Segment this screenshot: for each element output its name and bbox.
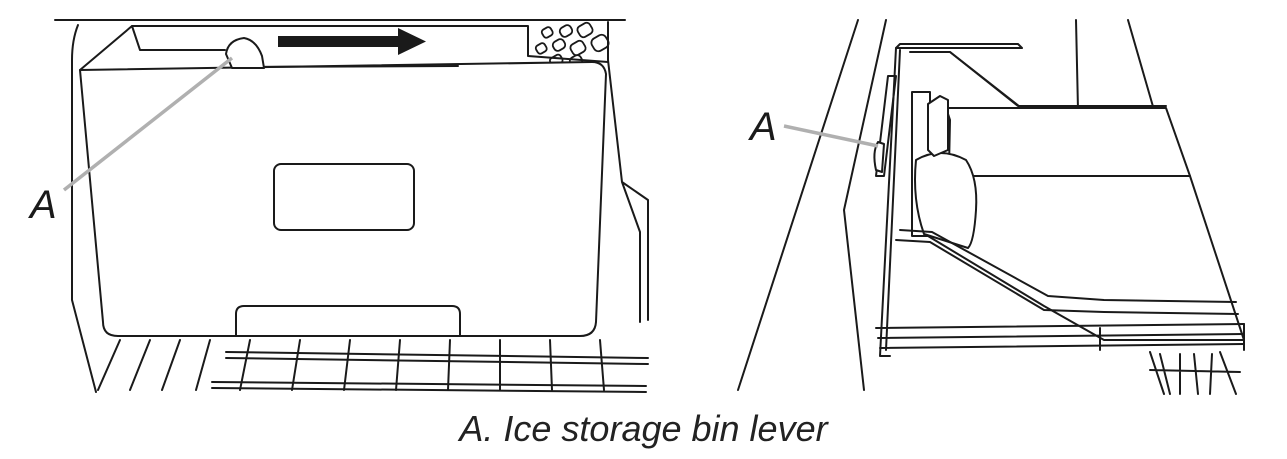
bin-top-rim	[79, 25, 609, 71]
figure-caption: A. Ice storage bin lever	[459, 408, 828, 449]
bin-front	[79, 61, 607, 337]
wire-shelf	[97, 339, 649, 393]
direction-arrow	[278, 28, 426, 55]
freezer-cavity	[54, 19, 649, 393]
bin-window	[273, 163, 415, 231]
left-callout-line	[62, 56, 234, 192]
left-illustration	[54, 19, 649, 393]
right-illustration	[737, 19, 1245, 395]
bin-lever	[225, 37, 265, 69]
bin-top-edge	[909, 51, 1167, 107]
right-callout-label: A	[748, 105, 777, 149]
left-callout-label: A	[28, 183, 57, 227]
wire-shelf-right	[1149, 351, 1241, 395]
drawer-rails	[875, 323, 1245, 351]
door-frame	[737, 19, 1155, 391]
ice-scoop	[914, 152, 978, 249]
right-callout-line	[783, 124, 879, 148]
